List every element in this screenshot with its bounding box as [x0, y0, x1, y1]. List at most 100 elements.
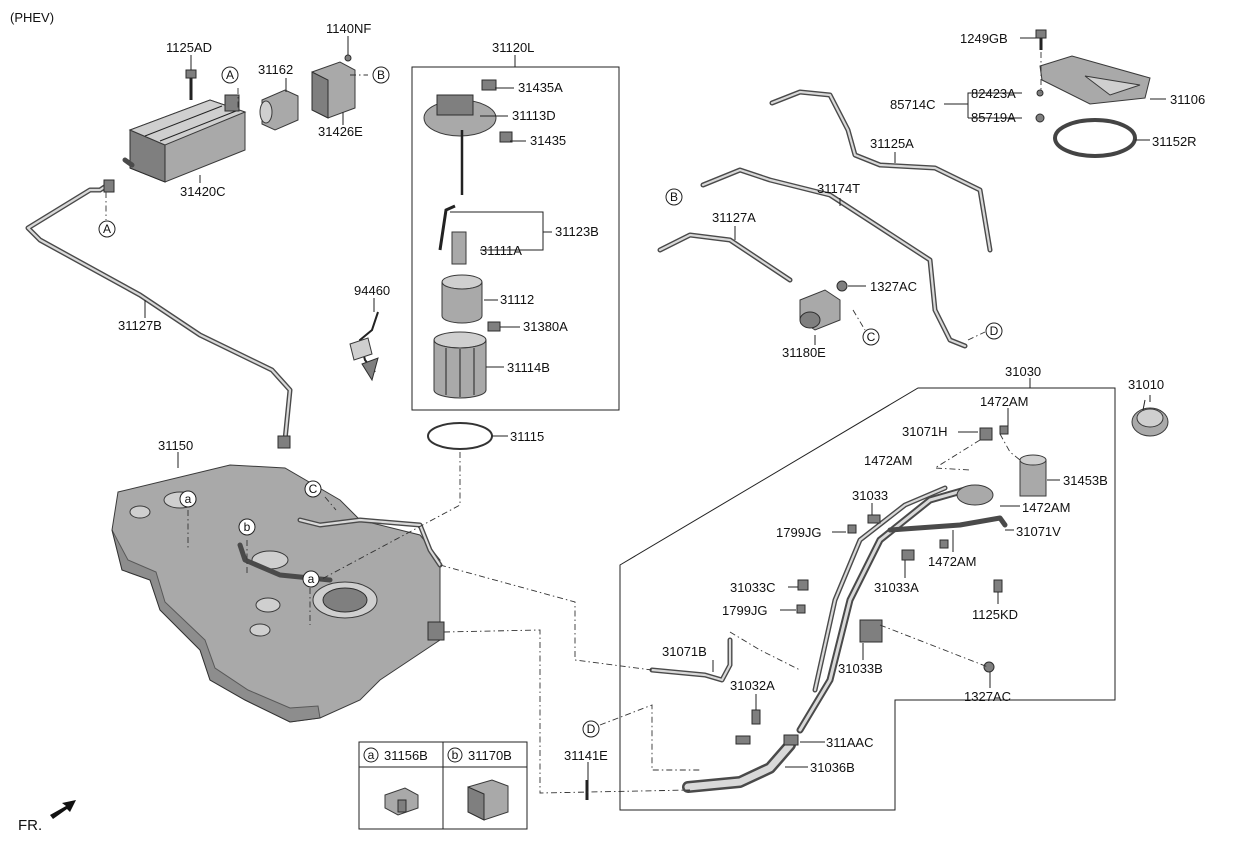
- callout-A-top: A: [221, 66, 239, 84]
- reservoir-cup-31114B: [433, 331, 487, 399]
- callout-D-mid: D: [985, 322, 1003, 340]
- label-31174T: 31174T: [817, 181, 860, 196]
- svg-text:B: B: [377, 68, 385, 82]
- callout-C-mid: C: [862, 328, 880, 346]
- callout-C-left: C: [304, 480, 322, 498]
- fuel-tank-31150: [111, 464, 445, 723]
- filter-31162: [259, 89, 299, 131]
- label-85714C: 85714C: [890, 97, 936, 112]
- svg-text:B: B: [670, 190, 678, 204]
- hose-31125A: [769, 89, 993, 253]
- label-1799JG-a: 1799JG: [776, 525, 822, 540]
- canister-31420C: [122, 94, 247, 183]
- label-31030: 31030: [1005, 364, 1041, 379]
- label-31033C: 31033C: [730, 580, 776, 595]
- label-31032A: 31032A: [730, 678, 775, 693]
- ring-31152R: [1053, 118, 1137, 158]
- label-1125KD: 1125KD: [972, 607, 1018, 622]
- label-31071H: 31071H: [902, 424, 948, 439]
- legend-part-b: 31170B: [468, 748, 512, 763]
- label-31036B: 31036B: [810, 760, 855, 775]
- front-label: FR.: [18, 817, 42, 834]
- callout-a-2: a: [302, 570, 320, 588]
- label-31123B: 31123B: [555, 224, 599, 239]
- hose-31174T: [700, 167, 968, 349]
- label-1125AD: 1125AD: [166, 40, 212, 55]
- reservoir-31112: [441, 274, 483, 324]
- callout-B-mid: B: [665, 188, 683, 206]
- hose-31127A: [657, 232, 793, 283]
- label-31453B: 31453B: [1063, 473, 1108, 488]
- callout-a-1: a: [179, 490, 197, 508]
- label-31120L: 31120L: [492, 40, 534, 55]
- label-1249GB: 1249GB: [960, 31, 1008, 46]
- legend-item-a: a 31156B: [363, 747, 428, 816]
- label-1327AC-top: 1327AC: [870, 279, 917, 294]
- gasket-31115: [427, 422, 493, 450]
- pump-31111A: [438, 204, 467, 265]
- bolt-1327AC-top: [836, 280, 848, 292]
- part-labels: 1125AD 1140NF 31162 31426E 31420C 31127B…: [118, 21, 1205, 775]
- label-1799JG-b: 1799JG: [722, 603, 768, 618]
- callout-A-left: A: [98, 220, 116, 238]
- filler-neck-31030-assy: [796, 484, 1008, 734]
- svg-text:A: A: [226, 68, 234, 82]
- label-31127B: 31127B: [118, 318, 162, 333]
- label-31141E: 31141E: [564, 748, 608, 763]
- small-parts-filler: [585, 514, 1003, 800]
- clip-85719A: [1035, 113, 1045, 123]
- label-31180E: 31180E: [782, 345, 826, 360]
- bolt-1249GB: [1035, 29, 1047, 50]
- cover-31106: [1039, 55, 1151, 105]
- dashed-connections: [105, 52, 1042, 794]
- wiring-94460: [349, 311, 379, 382]
- svg-text:b: b: [244, 520, 251, 534]
- label-31033B: 31033B: [838, 661, 883, 676]
- label-31152R: 31152R: [1152, 134, 1197, 149]
- label-31071V: 31071V: [1016, 524, 1061, 539]
- label-31112: 31112: [500, 292, 534, 307]
- label-31010: 31010: [1128, 377, 1164, 392]
- bracket-31170B: [467, 779, 509, 821]
- label-31114B: 31114B: [507, 360, 550, 375]
- label-1472AM-c: 1472AM: [1022, 500, 1070, 515]
- valve-31453B: [1019, 454, 1047, 497]
- legend-item-b: b 31170B: [447, 747, 512, 821]
- label-31127A: 31127A: [712, 210, 756, 225]
- clip-82423A: [1036, 89, 1044, 97]
- label-82423A: 82423A: [971, 86, 1016, 101]
- svg-text:D: D: [587, 722, 596, 736]
- label-1327AC-bot: 1327AC: [964, 689, 1011, 704]
- svg-text:D: D: [990, 324, 999, 338]
- label-31071B: 31071B: [662, 644, 707, 659]
- svg-text:C: C: [867, 330, 876, 344]
- label-31150: 31150: [158, 438, 193, 453]
- label-31420C: 31420C: [180, 184, 226, 199]
- label-311AAC: 311AAC: [826, 735, 873, 750]
- label-1472AM-b: 1472AM: [864, 453, 912, 468]
- bolt-1125AD: [185, 69, 197, 100]
- label-31106: 31106: [1170, 92, 1205, 107]
- callout-b-1: b: [238, 518, 256, 536]
- clip-1140NF: [344, 54, 352, 62]
- bracket-31426E: [311, 61, 356, 119]
- label-1140NF: 1140NF: [326, 21, 371, 36]
- label-31426E: 31426E: [318, 124, 363, 139]
- label-31435: 31435: [530, 133, 566, 148]
- label-85719A: 85719A: [971, 110, 1016, 125]
- label-31435A: 31435A: [518, 80, 563, 95]
- leader-lines: [144, 36, 1166, 780]
- svg-text:A: A: [103, 222, 111, 236]
- label-31111A: 31111A: [480, 243, 522, 258]
- hose-31036B: [682, 739, 796, 793]
- svg-text:a: a: [185, 492, 192, 506]
- variant-label: (PHEV): [10, 10, 54, 25]
- valve-31180E: [799, 289, 841, 331]
- label-31162: 31162: [258, 62, 293, 77]
- callout-B-top: B: [372, 66, 390, 84]
- label-94460: 94460: [354, 283, 390, 298]
- label-31033A: 31033A: [874, 580, 919, 595]
- svg-text:a: a: [368, 748, 375, 762]
- legend-part-a: 31156B: [384, 748, 428, 763]
